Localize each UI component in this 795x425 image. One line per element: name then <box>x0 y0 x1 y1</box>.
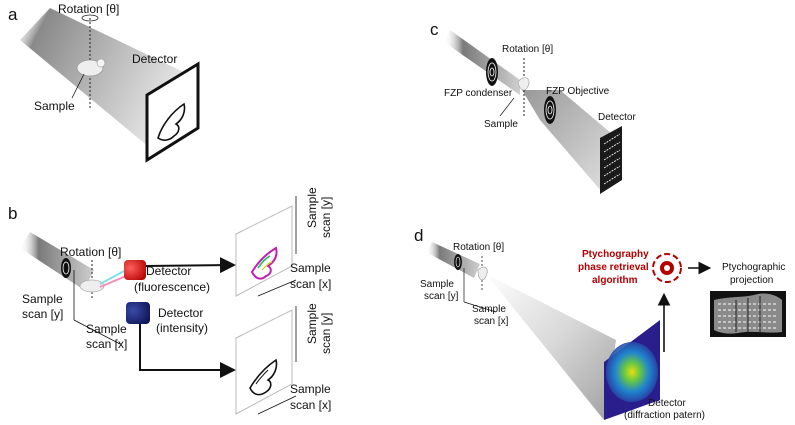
panel-b-plane-y-label-2: scan [y] <box>319 197 333 238</box>
panel-a-rotation-icon <box>81 14 99 22</box>
panel-c-detector <box>600 126 622 194</box>
panel-d-scan-y-label-1: Sample <box>420 279 454 290</box>
panel-d-detector-label-1: Detector <box>648 398 686 409</box>
panel-c-sample <box>517 77 530 91</box>
panel-c-rotation-label: Rotation [θ] <box>502 44 553 55</box>
panel-b-rotation-label: Rotation [θ] <box>60 245 121 259</box>
panel-d-rotation-label: Rotation [θ] <box>453 242 504 253</box>
panel-d-output-label-2: projection <box>730 275 773 286</box>
panel-b-scan-y-label-1: Sample <box>22 292 63 306</box>
panel-b-intensity-arrow <box>139 324 236 378</box>
panel-b-zone-plate-icon <box>61 258 71 278</box>
panel-d-algorithm-label-3: algorithm <box>592 275 638 286</box>
panel-d-zone-plate-icon <box>454 254 462 270</box>
panel-b-plane2-x-label-2: scan [x] <box>290 398 331 412</box>
panel-d-diffraction-detector <box>604 320 660 420</box>
panel-c-detector-label: Detector <box>598 112 636 123</box>
panel-b-scan-x-label-1: Sample <box>86 322 127 336</box>
panel-d-scan-y-label-2: scan [y] <box>424 291 459 302</box>
panel-b-plane-x-axis <box>257 279 297 297</box>
panel-d: d Rotation [θ] Sample scan [y] Sample sc… <box>414 226 786 421</box>
panel-c-sample-pointer <box>499 97 515 117</box>
panel-c-condenser-zone-plate <box>486 58 498 86</box>
panel-d-iteration-icon <box>652 253 682 283</box>
panel-d-output-label-1: Ptychographic <box>722 262 785 273</box>
panel-d-detector-label-2: (diffraction patern) <box>624 410 705 421</box>
panel-b-plane-y-label-1: Sample <box>305 187 319 228</box>
panel-b-fluor-detector-label-2: (fluorescence) <box>134 280 210 294</box>
panel-a-letter: a <box>8 5 18 24</box>
panel-c-letter: c <box>430 20 439 39</box>
panel-d-diffraction-cone <box>486 274 616 420</box>
panel-b-intensity-map-plane <box>235 309 293 415</box>
panel-b-plane-x-label-1: Sample <box>290 261 331 275</box>
panel-c-condenser-label: FZP condenser <box>444 88 513 99</box>
panel-c: c Rotation [θ] FZP condenser FZP Objecti… <box>430 20 636 194</box>
panel-d-scan-x-axis <box>463 301 497 313</box>
panel-b-plane2-y-label-2: scan [y] <box>319 313 333 354</box>
panel-a-detector <box>145 61 200 163</box>
panel-c-objective-cone <box>522 90 612 192</box>
panel-d-scan-x-label-1: Sample <box>472 304 506 315</box>
panel-b-int-detector-label-1: Detector <box>158 306 203 320</box>
panel-b-scan-y-label-2: scan [y] <box>22 307 63 321</box>
panel-b-scan-x-axis <box>73 319 121 345</box>
panel-b-int-detector-label-2: (intensity) <box>156 321 208 335</box>
panel-d-beam <box>426 242 480 278</box>
panel-c-condenser-beam <box>444 30 520 95</box>
panel-c-objective-label: FZP Objective <box>546 86 610 97</box>
panel-d-ptychographic-projection-image <box>710 291 786 337</box>
panel-b-fluor-detector-label-1: Detector <box>146 264 191 278</box>
panel-d-scan-x-label-2: scan [x] <box>474 316 509 327</box>
panel-b-plane-x-label-2: scan [x] <box>290 277 331 291</box>
panel-a: a Rotation [θ] Sample Detector <box>8 2 200 163</box>
panel-d-sample <box>477 266 488 281</box>
panel-a-sample <box>76 58 106 77</box>
panel-b: b Rotation [θ] Sample scan [y] Sample sc… <box>8 187 333 415</box>
panel-a-sample-pointer <box>71 73 85 99</box>
panel-c-sample-label: Sample <box>484 119 518 130</box>
panel-b-plane2-y-label-1: Sample <box>305 303 319 344</box>
panel-b-plane2-x-axis <box>257 395 297 415</box>
panel-b-beam <box>20 232 94 290</box>
panel-b-scan-x-label-2: scan [x] <box>86 337 127 351</box>
panel-b-letter: b <box>8 204 17 223</box>
panel-b-fluorescence-map-plane <box>235 205 293 297</box>
panel-b-intensity-detector <box>126 302 150 324</box>
panel-d-letter: d <box>414 226 423 245</box>
panel-d-algorithm-label-1: Ptychography <box>582 249 649 260</box>
panel-a-detector-label: Detector <box>132 52 177 66</box>
panel-a-rotation-label: Rotation [θ] <box>58 2 119 16</box>
panel-b-plane2-x-label-1: Sample <box>290 382 331 396</box>
panel-a-sample-label: Sample <box>34 99 75 113</box>
panel-b-fluor-arrow <box>145 257 236 274</box>
panel-d-algorithm-label-2: phase retrieval <box>578 262 649 273</box>
panel-c-objective-zone-plate <box>544 96 556 124</box>
panel-b-fluorescence-detector <box>99 260 146 288</box>
